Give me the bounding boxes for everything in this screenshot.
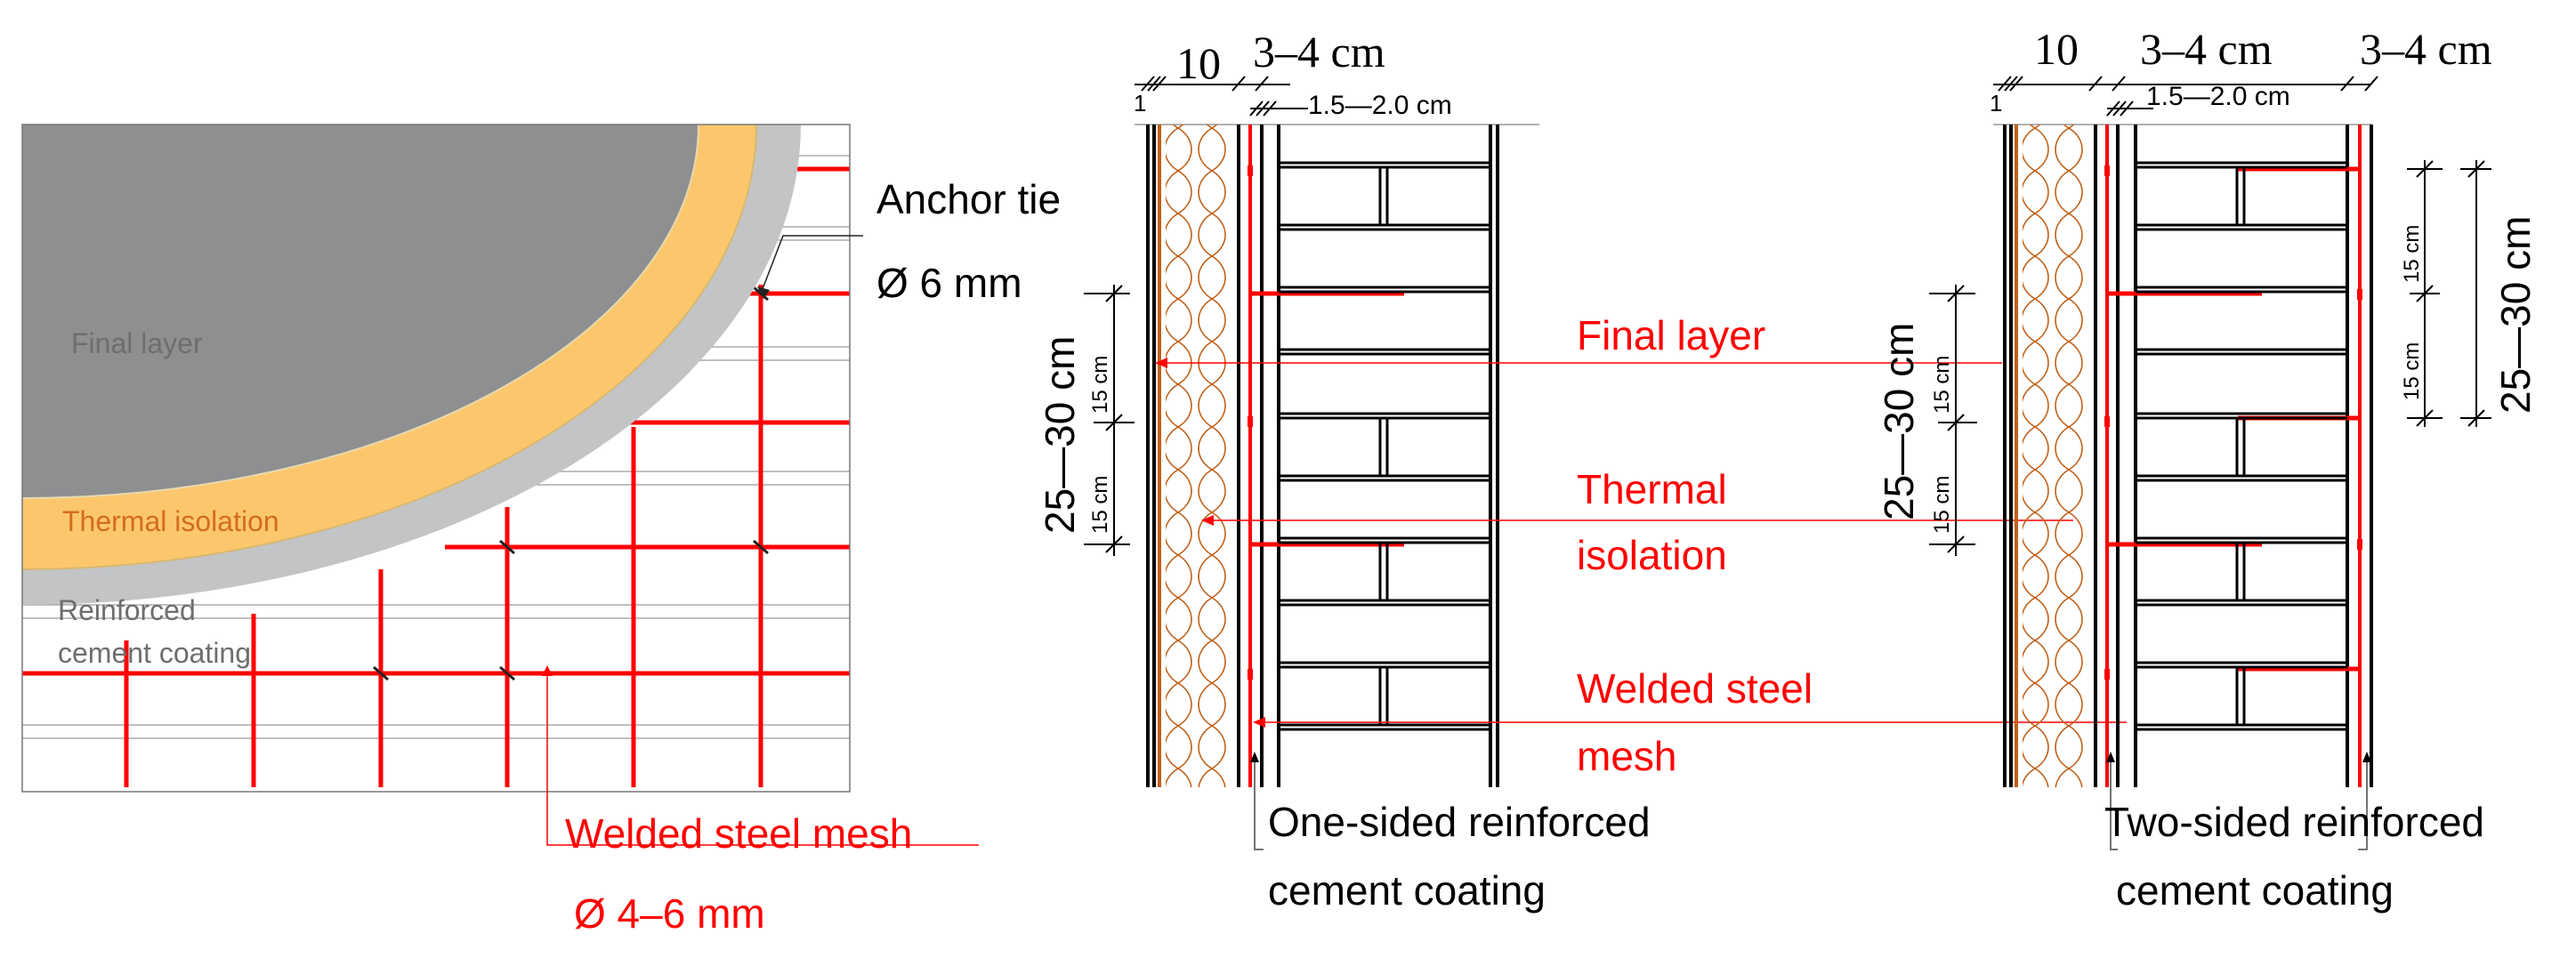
dim-15-left-lower-label: 15 cm [1930,476,1954,534]
dim-1-5-2-label: 1.5—2.0 cm [2146,82,2290,111]
welded-steel-mesh [22,166,850,787]
section-two-caption-line1: Two-sided reinforced [2104,799,2484,845]
dim-10-label: 10 [2034,24,2079,74]
dim-15-lower-label: 15 cm [1088,476,1112,534]
anchor-tie-leader [757,235,863,299]
section-one-sided: 1 10 3–4 cm 1.5—2.0 cm 25—30 cm 15 cm 15… [1037,27,1651,914]
anchor-tie-label: Anchor tie [876,176,1061,222]
mesh-diameter: Ø 4–6 mm [574,890,765,937]
detail-frame [21,124,851,793]
final-layer-label: Final layer [1577,312,1765,358]
section-one-top-dims [1135,76,1308,117]
section-two-top-dims [1993,76,2378,117]
section-two-caption-leader [2106,752,2371,850]
dim-15-right-lower-label: 15 cm [2400,342,2424,400]
final-layer [22,125,699,498]
dim-1-5-2-label: 1.5—2.0 cm [1308,91,1452,120]
anchor-tie-diameter: Ø 6 mm [876,260,1022,306]
insulation-edge [22,125,757,570]
dim-3-4-label: 3–4 cm [1253,27,1385,76]
detail-coating-label-line2: cement coating [58,637,251,669]
section-two-sided: 1 10 3–4 cm 3–4 cm 1.5—2.0 cm 25—30 cm 1… [1876,24,2539,914]
detail-final-layer-label: Final layer [71,327,203,359]
section-two-caption-line2: cement coating [2116,867,2394,914]
dim-1-label: 1 [1134,90,1146,117]
insulation-hatch [1166,125,1233,787]
insulation-hatch [2023,125,2090,787]
mesh-label-line1: Welded steel [1577,665,1813,712]
mesh-label-line2: mesh [1577,733,1676,779]
detail-coating-label-line1: Reinforced [58,594,196,626]
dim-25-30-left-label: 25—30 cm [1876,323,1922,520]
section-one-caption-line1: One-sided reinforced [1268,799,1651,845]
final-layer-edge [22,125,699,499]
dim-3-4-right-label: 3–4 cm [2360,24,2492,74]
mesh-label: Welded steel mesh [565,810,912,857]
section-one-caption-line2: cement coating [1268,867,1546,914]
dim-15-left-upper-label: 15 cm [1930,356,1954,414]
dim-25-30-label: 25—30 cm [1037,336,1083,534]
section-two-left-vertical-dims [1929,285,1977,556]
detail-thermal-label: Thermal isolation [62,505,279,537]
section-two-right-vertical-dims [2407,160,2491,427]
dim-15-upper-label: 15 cm [1088,356,1112,414]
dim-15-right-upper-label: 15 cm [2400,225,2424,283]
dim-1-label: 1 [1990,90,2002,117]
wall-detail-view [22,125,850,792]
thermal-label-line1: Thermal [1577,466,1727,512]
mesh-leader [542,665,979,846]
section-one-caption-leader [1250,752,1264,850]
bricks-section-two [2136,161,2347,731]
section-one-vertical-dims [1084,285,1135,556]
layer-leader-lines [1155,358,2127,728]
dim-3-4-left-label: 3–4 cm [2140,24,2273,74]
dim-10-label: 10 [1176,38,1221,88]
dim-25-30-right-label: 25—30 cm [2492,216,2539,414]
bricks-section-one [1279,161,1490,731]
thermal-label-line2: isolation [1577,532,1727,578]
